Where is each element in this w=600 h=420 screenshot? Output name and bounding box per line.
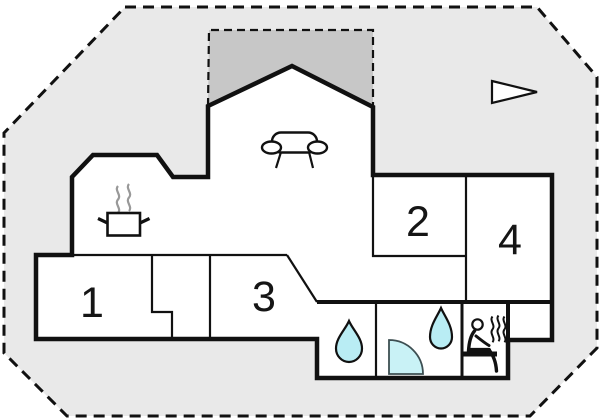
shower-quarter-circle-icon	[388, 339, 424, 375]
sofa-leg-left	[274, 151, 283, 169]
pot-steam-line	[126, 183, 132, 212]
interior-walls	[72, 175, 552, 378]
room-2-label: 2	[406, 198, 430, 246]
sauna-steam-line	[496, 314, 501, 342]
pot-body	[106, 211, 142, 237]
terrace-dashed-border	[206, 28, 375, 107]
pot-steam-line	[115, 185, 121, 214]
sauna-person-icon	[462, 314, 507, 373]
wall-diagonal-hall	[286, 254, 318, 303]
room-3-label: 3	[252, 273, 276, 321]
sauna-steam-line	[490, 315, 495, 343]
sofa-icon	[260, 131, 329, 169]
sauna-person-shin	[487, 348, 499, 373]
sofa-armrest-left	[260, 140, 283, 155]
wall-room1-step	[150, 255, 174, 339]
pot-handle-right	[139, 217, 151, 225]
water-drop-icon	[428, 305, 454, 350]
direction-arrow-icon	[490, 79, 538, 105]
room-1-label: 1	[80, 279, 104, 327]
sofa-leg-right	[307, 151, 315, 169]
sauna-person-head	[471, 318, 484, 331]
pot-handle-left	[97, 217, 109, 225]
sofa-armrest-right	[306, 140, 329, 155]
sauna-person-arm	[474, 334, 491, 347]
room-4-label: 4	[498, 216, 522, 264]
water-drop-icon	[334, 318, 364, 364]
terrace-area	[208, 30, 373, 107]
cooking-pot-steam-icon	[97, 183, 151, 237]
sauna-steam-line	[502, 315, 507, 343]
